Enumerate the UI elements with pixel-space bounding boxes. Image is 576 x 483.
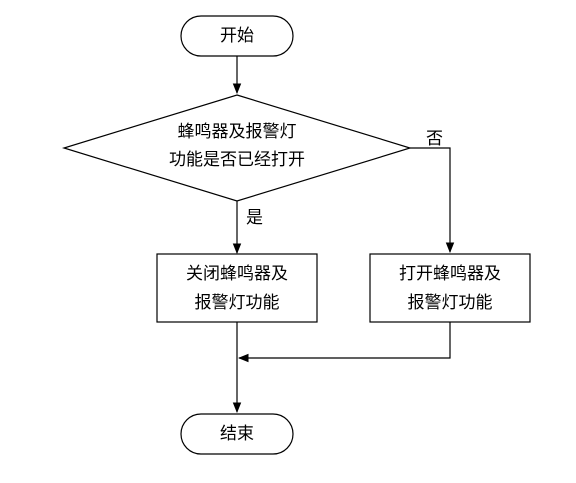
decision-text-line2: 功能是否已经打开: [169, 150, 305, 170]
no-label: 否: [426, 129, 443, 149]
start-label: 开始: [220, 26, 254, 46]
process-close-line2: 报警灯功能: [194, 293, 280, 313]
end-label: 结束: [220, 424, 254, 444]
process-open-line2: 报警灯功能: [407, 293, 493, 313]
arrow-no-to-open: [410, 147, 455, 254]
process-open-line1: 打开蜂鸣器及: [399, 264, 501, 284]
process-close-box: [156, 253, 318, 323]
process-open-box: [369, 253, 531, 323]
decision-text-line1: 蜂鸣器及报警灯: [177, 122, 297, 142]
process-close-line1: 关闭蜂鸣器及: [186, 264, 288, 284]
yes-label: 是: [246, 208, 263, 228]
end-terminal: [180, 413, 294, 455]
arrow-open-to-merge: [237, 322, 451, 363]
